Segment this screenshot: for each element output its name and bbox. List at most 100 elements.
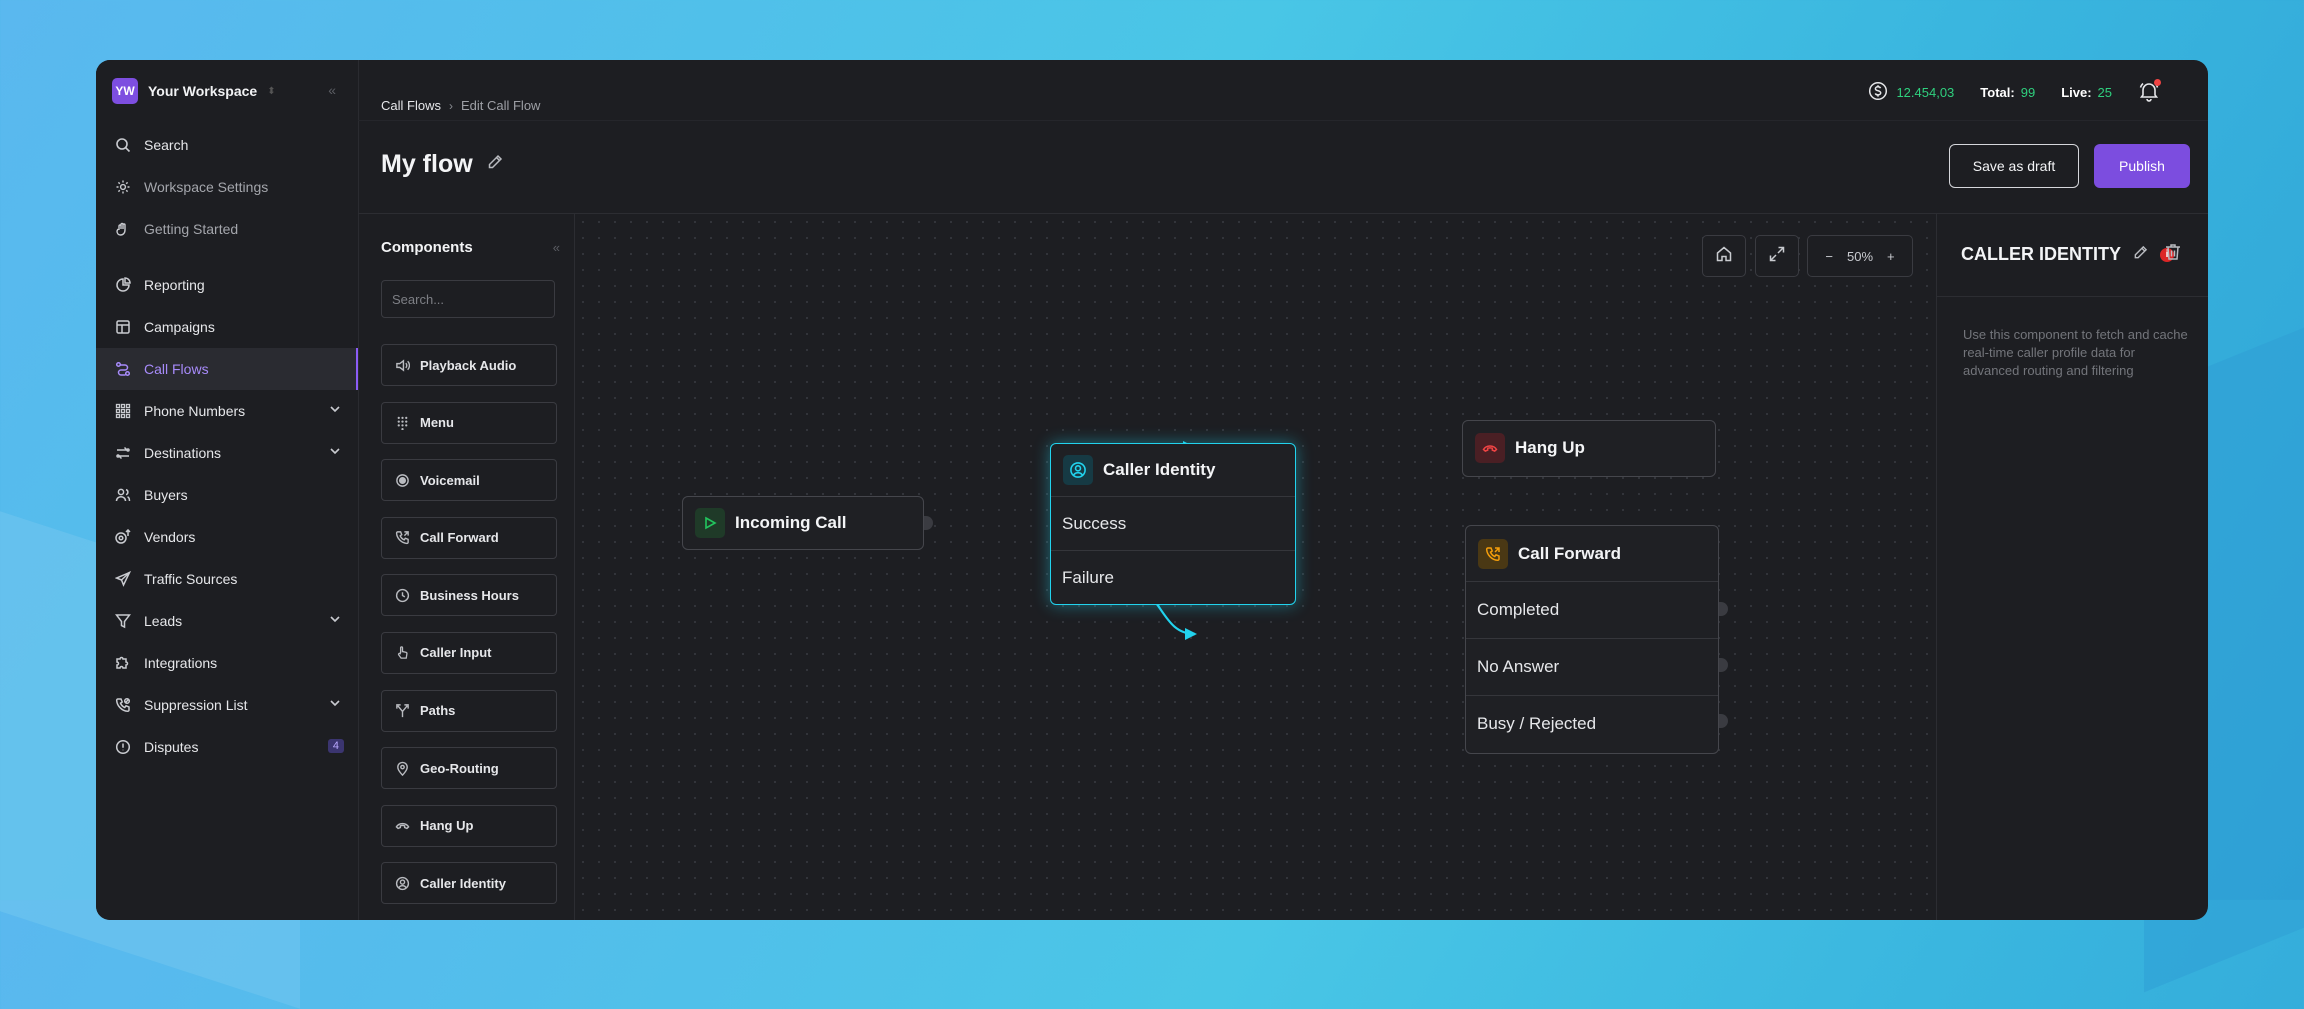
component-label: Paths: [420, 703, 456, 719]
chevron-down-icon[interactable]: [328, 612, 342, 629]
top-stats: 12.454,03 Total:99 Live:25: [1868, 79, 2161, 105]
node-hang-up[interactable]: Hang Up: [1462, 420, 1716, 477]
home-icon: [1715, 245, 1733, 268]
pencil-icon[interactable]: [487, 154, 503, 175]
wave-hand-icon: [114, 220, 132, 238]
component-playback-audio[interactable]: Playback Audio: [381, 344, 557, 386]
home-view-button[interactable]: [1702, 235, 1746, 277]
vendor-icon: [114, 528, 132, 546]
sidebar-item-label: Search: [144, 137, 189, 153]
user-circle-icon: [1063, 455, 1093, 485]
output-success: Success: [1051, 496, 1295, 550]
breadcrumb: Call Flows › Edit Call Flow: [381, 98, 540, 113]
component-caller-identity[interactable]: Caller Identity: [381, 862, 557, 905]
notifications-bell-icon[interactable]: [2138, 79, 2161, 105]
collapse-sidebar-icon[interactable]: «: [328, 82, 336, 98]
record-icon: [394, 472, 410, 488]
gear-icon: [114, 178, 132, 196]
node-caller-identity[interactable]: Caller Identity Success Failure: [1050, 443, 1296, 605]
component-call-forward[interactable]: Call Forward: [381, 516, 557, 559]
output-port[interactable]: [1719, 602, 1728, 616]
chevron-down-icon[interactable]: [328, 696, 342, 713]
sidebar-item-buyers[interactable]: Buyers: [96, 474, 358, 516]
live-stat: Live:25: [2061, 85, 2112, 100]
sidebar-item-label: Leads: [144, 613, 183, 629]
user-circle-icon: [394, 875, 410, 891]
sidebar-item-reporting[interactable]: Reporting: [96, 264, 358, 306]
inspector-panel: CALLER IDENTITY i Use this component to …: [1936, 214, 2208, 920]
node-incoming-call[interactable]: Incoming Call: [682, 496, 933, 550]
output-port[interactable]: [1719, 658, 1728, 672]
sidebar-item-workspace-settings[interactable]: Workspace Settings: [96, 166, 358, 208]
component-caller-input[interactable]: Caller Input: [381, 631, 557, 674]
sidebar-item-getting-started[interactable]: Getting Started: [96, 208, 358, 250]
phone-off-icon: [114, 696, 132, 714]
flow-canvas[interactable]: − 50% + Incoming Call Caller Identity Su…: [575, 214, 1935, 920]
output-port[interactable]: [924, 516, 933, 530]
collapse-components-icon[interactable]: «: [552, 240, 560, 255]
sidebar-item-call-flows[interactable]: Call Flows: [96, 348, 358, 390]
publish-button[interactable]: Publish: [2094, 144, 2190, 188]
trash-icon[interactable]: [2163, 242, 2183, 267]
expand-icon: [1768, 245, 1786, 268]
save-draft-button[interactable]: Save as draft: [1949, 144, 2079, 188]
arrows-icon: [114, 444, 132, 462]
component-label: Caller Input: [420, 645, 492, 661]
search-icon: [114, 136, 132, 154]
zoom-out-icon[interactable]: −: [1825, 248, 1833, 264]
sidebar-item-campaigns[interactable]: Campaigns: [96, 306, 358, 348]
page-title-row: My flow: [381, 150, 503, 179]
total-value: 99: [2020, 85, 2036, 100]
sidebar-item-disputes[interactable]: Disputes 4: [96, 726, 358, 768]
node-title: Caller Identity: [1103, 460, 1216, 479]
component-label: Call Forward: [420, 530, 499, 546]
breadcrumb-root-link[interactable]: Call Flows: [381, 98, 441, 113]
chevron-down-icon[interactable]: [328, 402, 342, 419]
dollar-icon: [1868, 81, 1888, 104]
output-no-answer: No Answer: [1466, 638, 1718, 695]
hangup-icon: [1475, 433, 1505, 463]
pencil-icon[interactable]: [2133, 244, 2148, 265]
components-search-input[interactable]: [381, 280, 555, 318]
zoom-control: − 50% +: [1807, 235, 1913, 277]
component-voicemail[interactable]: Voicemail: [381, 459, 557, 502]
component-hang-up[interactable]: Hang Up: [381, 804, 557, 847]
balance-value: 12.454,03: [1896, 85, 1955, 100]
component-business-hours[interactable]: Business Hours: [381, 574, 557, 617]
sidebar-item-label: Getting Started: [144, 221, 239, 237]
sidebar-item-leads[interactable]: Leads: [96, 600, 358, 642]
sidebar-item-label: Reporting: [144, 277, 205, 293]
inspector-title: CALLER IDENTITY: [1961, 244, 2121, 264]
node-call-forward[interactable]: Call Forward Completed No Answer Busy / …: [1465, 525, 1728, 754]
component-menu[interactable]: Menu: [381, 401, 557, 444]
grid-icon: [394, 415, 410, 431]
sidebar-item-label: Destinations: [144, 445, 222, 461]
output-port[interactable]: [1719, 714, 1728, 728]
sidebar-item-label: Vendors: [144, 529, 196, 545]
chevron-down-icon[interactable]: [328, 444, 342, 461]
sidebar-item-label: Disputes: [144, 739, 199, 755]
fullscreen-button[interactable]: [1755, 235, 1799, 277]
sidebar: YW Your Workspace ⬍ « Search Workspace S…: [96, 60, 359, 920]
component-label: Menu: [420, 415, 454, 431]
info-icon[interactable]: i: [2160, 247, 2174, 262]
sidebar-item-label: Traffic Sources: [144, 571, 238, 587]
component-paths[interactable]: Paths: [381, 689, 557, 732]
sidebar-item-label: Phone Numbers: [144, 403, 246, 419]
components-list: Playback Audio Menu Voicemail Call Forwa…: [381, 344, 557, 920]
app-window: YW Your Workspace ⬍ « Search Workspace S…: [96, 60, 2208, 920]
sidebar-item-phone-numbers[interactable]: Phone Numbers: [96, 390, 358, 432]
sidebar-item-search[interactable]: Search: [96, 124, 358, 166]
sidebar-item-integrations[interactable]: Integrations: [96, 642, 358, 684]
sidebar-item-vendors[interactable]: Vendors: [96, 516, 358, 558]
node-title: Hang Up: [1515, 438, 1585, 457]
pointer-icon: [394, 645, 410, 661]
zoom-in-icon[interactable]: +: [1887, 248, 1895, 264]
sidebar-item-destinations[interactable]: Destinations: [96, 432, 358, 474]
balance: 12.454,03: [1868, 81, 1954, 104]
component-geo-routing[interactable]: Geo-Routing: [381, 747, 557, 790]
sidebar-item-traffic-sources[interactable]: Traffic Sources: [96, 558, 358, 600]
workspace-switcher[interactable]: YW Your Workspace ⬍: [112, 78, 276, 104]
play-icon: [695, 507, 725, 538]
sidebar-item-suppression-list[interactable]: Suppression List: [96, 684, 358, 726]
